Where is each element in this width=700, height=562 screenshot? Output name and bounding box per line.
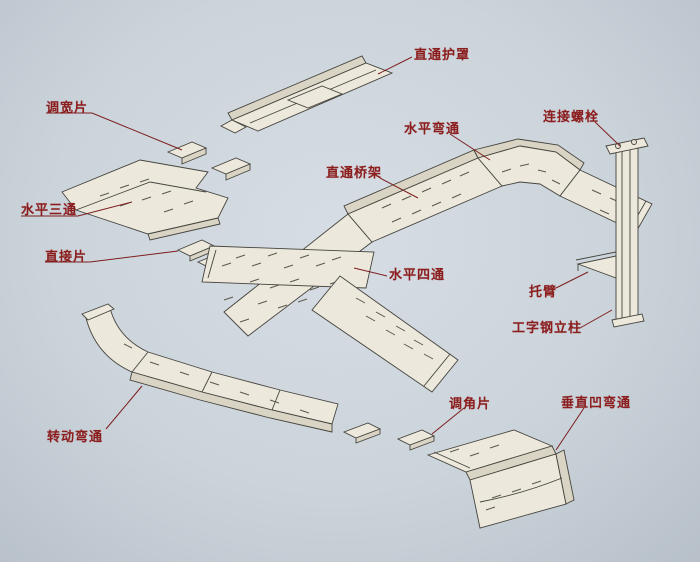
- label-horizontal-bend: 水平弯通: [404, 122, 461, 137]
- horizontal-tee-part: [61, 159, 229, 241]
- label-horizontal-tee: 水平三通: [21, 203, 78, 218]
- label-angle-adjust-piece: 调角片: [449, 397, 492, 412]
- label-i-beam-column: 工字钢立柱: [512, 321, 583, 336]
- long-run-part: [311, 275, 459, 393]
- label-direct-piece: 直接片: [45, 250, 88, 265]
- width-adjust-part: [166, 141, 252, 181]
- label-vertical-concave-bend: 垂直凹弯通: [561, 396, 632, 411]
- bracket-arm-part: [575, 251, 617, 279]
- label-bracket-arm: 托臂: [529, 285, 558, 300]
- label-straight-tray: 直通桥架: [326, 166, 383, 181]
- label-rotating-bend: 转动弯通: [47, 430, 104, 445]
- label-connecting-bolt: 连接螺栓: [543, 110, 600, 125]
- label-width-adjust-piece: 调宽片: [46, 101, 89, 116]
- leader-lines: [21, 56, 621, 451]
- label-horizontal-cross: 水平四通: [389, 268, 446, 283]
- angle-adjust-part: [342, 422, 436, 451]
- vertical-concave-bend-part: [426, 429, 575, 529]
- rotating-bend-part: [81, 303, 339, 433]
- straight-cover-part: [220, 55, 394, 134]
- label-straight-cover: 直通护罩: [414, 48, 471, 63]
- i-beam-column-part: [605, 137, 649, 328]
